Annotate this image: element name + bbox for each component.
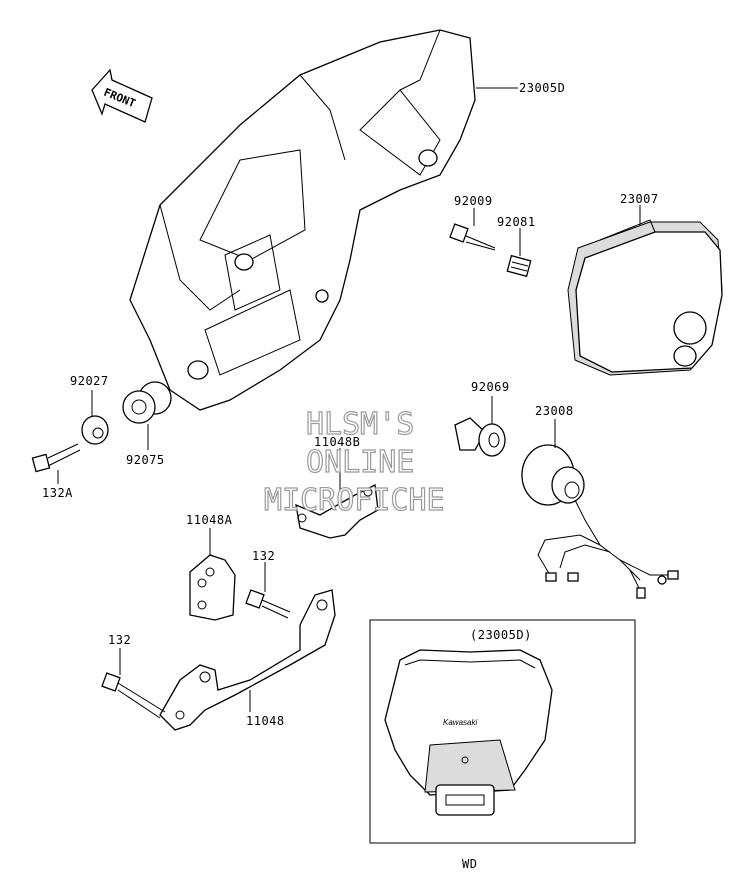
bolt-132A [31,443,81,473]
label-132A: 132A [42,486,73,500]
headlight-unit [567,219,723,376]
bolt-132-upper [245,589,291,619]
label-92075: 92075 [126,453,165,467]
label-23007: 23007 [620,192,659,206]
label-23005D: 23005D [519,81,565,95]
inset-logo: Kawasaki [443,718,477,727]
label-132-upper: 132 [252,549,275,563]
label-11048: 11048 [246,714,285,728]
socket-harness-23008 [521,444,679,599]
label-11048B: 11048B [314,435,360,449]
inset-caption: WD [462,857,477,871]
grommet-92075 [122,381,172,424]
inset-box: (23005D) Kawasaki [369,619,636,844]
label-92081: 92081 [497,215,536,229]
bolt-132-lower [101,672,166,719]
front-arrow-icon: FRONT [91,68,153,123]
label-23008: 23008 [535,404,574,418]
label-132-lower: 132 [108,633,131,647]
spring-nut-92081 [506,254,532,278]
headlight-cover [129,29,476,411]
label-92027: 92027 [70,374,109,388]
watermark-line2: ONLINE [306,445,414,480]
watermark: HLSM'S ONLINE MICROFICHE [263,406,445,518]
label-92069: 92069 [471,380,510,394]
watermark-line3: MICROFICHE [264,483,445,518]
bracket-11048A [189,554,236,621]
inset-title: (23005D) [470,628,532,642]
label-11048A: 11048A [186,513,233,527]
collar-92027 [81,415,109,445]
watermark-line1: HLSM'S [306,407,414,442]
bracket-11048 [159,589,336,731]
screw-92009 [449,223,496,251]
label-92009: 92009 [454,194,493,208]
bracket-11048B [295,484,379,539]
bulb-92069 [454,417,506,457]
inset-headlight-cover: Kawasaki [384,649,553,816]
